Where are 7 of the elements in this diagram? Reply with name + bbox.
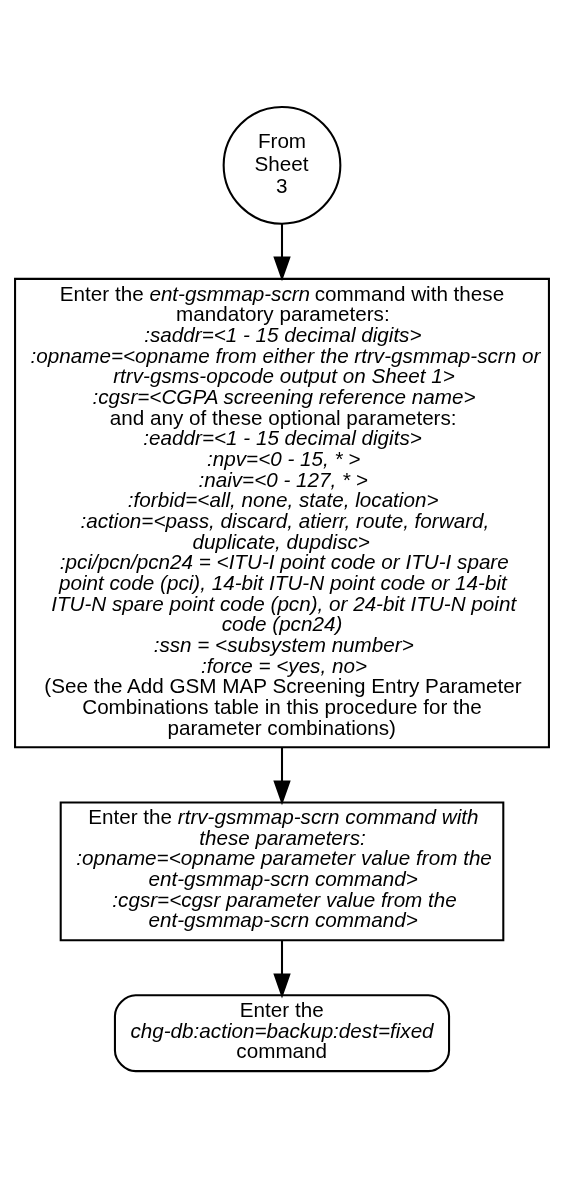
node-box: Enter the rtrv-gsmmap-scrn command with these parameters: :opname=<opname parameter value from the ent-gsmmap-scrn command> :cgsr=<cgsr parameter value from the ent-gsmmap-scrn command> [59,801,505,942]
arrow [273,940,291,999]
arrow [273,747,291,806]
node-box: Enter the ent-gsmmap-scrn command with these mandatory parameters: :saddr=<1 - 15 decimal digits> :opname=<opname from either the rtrv-gsmmap-scrn or rtrv-gsms-opcode output on Sheet 1> :cgsr=<CGPA screening reference name> and any of these optional parameters: :eaddr=<1 - 15 decimal digits> :npv=<0 - 15, * > :naiv=<0 - 127, * > :forbid=<all, none, state, location> :action=<pass, discard, atierr, route, forward, duplicate, dupdisc> :pci/pcn/pcn24 = <ITU-I point code or ITU-I spare point code (pci), 14-bit ITU-N point code or 14-bit ITU-N spare point code (pcn), or 24-bit ITU-N point code (pcn24) :ssn = <subsystem number> :force = <yes, no> (See the Add GSM MAP Screening Entry Parameter Combinations table in this procedure for the parameter combinations) [14,277,550,749]
node-box: Enter the chg-db:action=backup:dest=fixed command [113,994,451,1073]
node-circle: From Sheet 3 [222,105,342,225]
arrow [273,223,291,282]
